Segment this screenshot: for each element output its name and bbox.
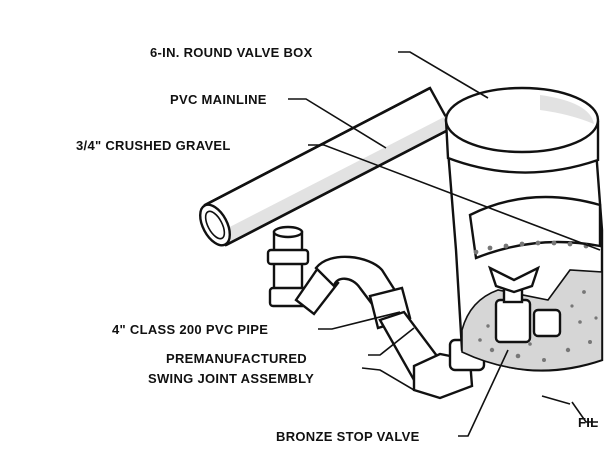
pvc-mainline-pipe bbox=[199, 86, 454, 247]
bronze-stop-valve bbox=[487, 265, 562, 344]
label-fill-partial: FIL bbox=[578, 415, 598, 430]
valve-box-lid bbox=[444, 86, 600, 174]
label-pvc-pipe: 4" CLASS 200 PVC PIPE bbox=[112, 322, 268, 337]
swing-joint-assembly bbox=[294, 255, 486, 400]
label-bronze-stop-valve: BRONZE STOP VALVE bbox=[276, 429, 420, 444]
label-valve-box: 6-IN. ROUND VALVE BOX bbox=[150, 45, 313, 60]
mainline-tee-riser bbox=[266, 225, 310, 308]
crushed-gravel-fill bbox=[461, 240, 603, 372]
label-swing-joint-line1: PREMANUFACTURED bbox=[166, 351, 307, 366]
leader-lines bbox=[288, 51, 601, 437]
label-crushed-gravel: 3/4" CRUSHED GRAVEL bbox=[76, 138, 231, 153]
label-pvc-mainline: PVC MAINLINE bbox=[170, 92, 267, 107]
label-swing-joint-line2: SWING JOINT ASSEMBLY bbox=[148, 371, 314, 386]
